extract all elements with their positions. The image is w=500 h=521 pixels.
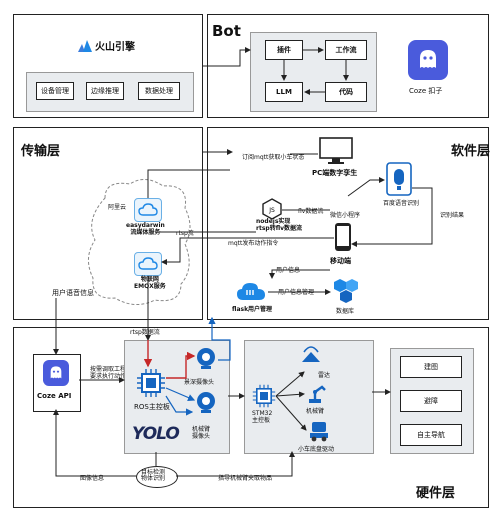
- pc-monitor-icon: [319, 137, 353, 164]
- stm32-chip-icon: [252, 384, 276, 408]
- baidu-voice-icon: [386, 162, 412, 196]
- radar-icon: [302, 346, 320, 362]
- bot-plugin: 插件: [265, 40, 303, 60]
- volc-module-edge: 边缘推理: [86, 82, 124, 100]
- pc-label: PC端数字孪生: [312, 169, 358, 177]
- rtsp-stream-label: rtsp流: [176, 230, 194, 237]
- arm-camera-label: 机械臂 摄像头: [192, 426, 211, 440]
- bot-workflow: 工作流: [325, 40, 367, 60]
- flask-icon: [237, 283, 265, 300]
- aliyun-cloud-shape: [88, 179, 191, 305]
- bot-code: 代码: [325, 82, 367, 102]
- iot-cloud-icon: [138, 257, 158, 270]
- nodejs-icon: JS: [262, 198, 282, 220]
- voice-info-label: 用户语音信息: [52, 289, 94, 297]
- task-mapping: 建图: [400, 356, 462, 378]
- emqx-label: 物联网 EMQX服务: [134, 276, 166, 290]
- robotic-arm-icon: [309, 385, 326, 403]
- flv-stream-label: flv数据流: [298, 208, 324, 215]
- database-label: 数据库: [336, 308, 355, 315]
- transport-panel: [13, 127, 203, 320]
- coze-ghost-icon-small: [50, 366, 62, 379]
- volc-brand: 火山引擎: [95, 42, 135, 53]
- database-icon: [334, 279, 358, 303]
- task-navigation: 自主导航: [400, 424, 462, 446]
- coze-label-bot: Coze 扣子: [409, 87, 443, 95]
- volcengine-icon: [78, 39, 92, 52]
- grab-cmd-label: 指导机械臂夹取物品: [218, 475, 273, 482]
- baidu-voice-label: 百度语音识别: [383, 200, 420, 207]
- hardware-title: 硬件层: [416, 486, 456, 501]
- subscribe-mqtt-label: 订阅mqtt获取小车状态: [242, 154, 305, 161]
- coze-logo-bot: [408, 40, 448, 80]
- volc-module-data: 数据处理: [138, 82, 180, 100]
- bot-llm: LLM: [265, 82, 303, 102]
- coze-api-label: Coze API: [37, 392, 72, 400]
- radar-label: 雷达: [318, 372, 331, 379]
- ros-board-label: ROS主控板: [134, 403, 170, 411]
- coze-logo-api: [43, 360, 69, 386]
- target-detect-ellipse: [136, 466, 178, 488]
- target-detect-label: 目标检测 物体识别: [141, 469, 166, 482]
- easydarwin-label: easydarwin 流媒体服务: [126, 222, 165, 236]
- emqx-icon-box: [134, 252, 162, 276]
- ros-chip-icon: [137, 369, 165, 397]
- recognize-result-label: 识别结果: [440, 212, 465, 219]
- easydarwin-icon-box: [134, 198, 162, 222]
- chassis-label: 小车底盘驱动: [298, 446, 335, 453]
- rtsp-flow-label: rtsp数据流: [130, 329, 160, 336]
- mobile-label: 移动端: [330, 257, 351, 265]
- arm-label: 机械臂: [306, 408, 325, 415]
- bot-title: Bot: [212, 22, 241, 40]
- task-avoidance: 避障: [400, 390, 462, 412]
- flask-label: flask用户管理: [232, 306, 273, 313]
- volc-logo: 火山引擎: [78, 38, 135, 53]
- image-info-label: 图像信息: [80, 475, 105, 482]
- coze-ghost-icon: [420, 50, 436, 68]
- wechat-mini-label: 微信小程序: [330, 212, 361, 219]
- depth-camera-label: 景深摄像头: [184, 379, 215, 386]
- cloud-icon: [138, 203, 158, 216]
- software-title: 软件层: [451, 144, 491, 159]
- mqtt-publish-label: mqtt发布动作指令: [228, 240, 279, 247]
- transport-title: 传输层: [21, 144, 61, 159]
- node-server-label: nodejs实现 rtsp转flv数据流: [256, 218, 303, 232]
- stm32-label: STM32 主控板: [252, 410, 273, 424]
- volc-module-device: 设备管理: [36, 82, 74, 100]
- chassis-robot-icon: [310, 422, 328, 442]
- arm-camera-icon: [197, 392, 215, 413]
- aliyun-label: 阿里云: [108, 204, 127, 211]
- depth-camera-icon: [197, 348, 215, 369]
- svg-text:JS: JS: [268, 207, 275, 214]
- mobile-phone-icon: [335, 223, 351, 251]
- yolo-logo: YOLO: [132, 424, 180, 444]
- voice-cmd-label: 按需调取工程 要求执行动作: [90, 366, 127, 380]
